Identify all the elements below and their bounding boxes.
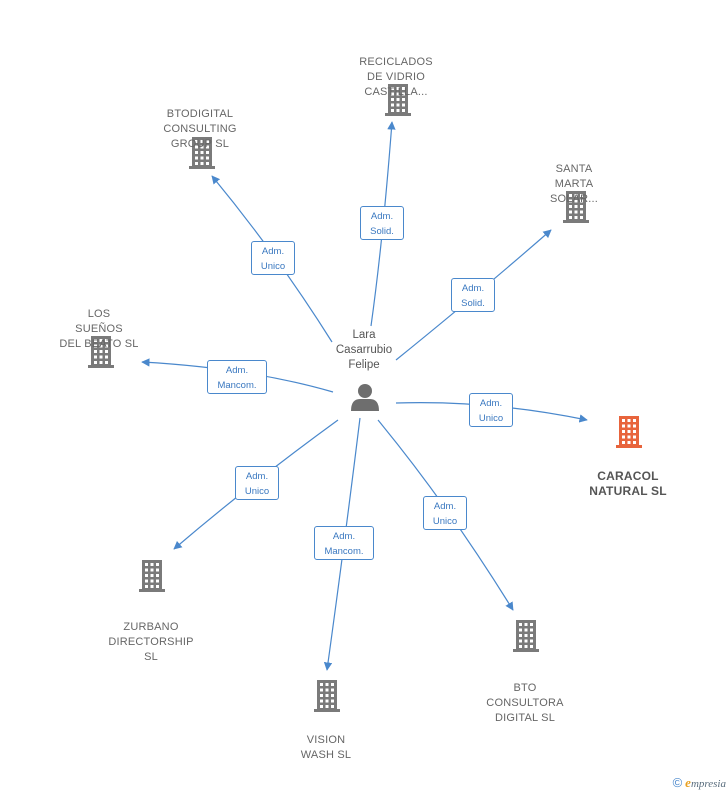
- building-icon[interactable]: [189, 137, 215, 169]
- role-badge-reciclados: Adm. Solid.: [360, 206, 404, 240]
- role-badge-btodigital: Adm. Unico: [251, 241, 295, 275]
- company-label-caracol[interactable]: CARACOL NATURAL SL: [589, 469, 667, 498]
- copyright-footer: ©empresia: [673, 775, 726, 791]
- building-icon[interactable]: [314, 680, 340, 712]
- company-label-los-suenos[interactable]: LOS SUEÑOS DEL BEATO SL: [59, 308, 139, 350]
- role-badge-bto-consultora: Adm. Unico: [423, 496, 467, 530]
- role-badge-vision: Adm. Mancom.: [314, 526, 374, 560]
- building-icon[interactable]: [563, 191, 589, 223]
- company-label-santa-marta[interactable]: SANTA MARTA SOLAR...: [549, 163, 599, 205]
- building-icon[interactable]: [88, 336, 114, 368]
- building-icon[interactable]: [616, 416, 642, 448]
- role-badge-caracol: Adm. Unico: [469, 393, 513, 427]
- role-badge-zurbano: Adm. Unico: [235, 466, 279, 500]
- company-label-zurbano[interactable]: ZURBANO DIRECTORSHIP SL: [108, 621, 194, 663]
- building-icon[interactable]: [513, 620, 539, 652]
- person-name-label[interactable]: Lara Casarrubio Felipe: [335, 329, 393, 371]
- company-label-bto-consultora[interactable]: BTO CONSULTORA DIGITAL SL: [486, 682, 564, 724]
- company-label-reciclados[interactable]: RECICLADOS DE VIDRIO CASTILLA...: [359, 56, 433, 98]
- building-icon[interactable]: [139, 560, 165, 592]
- empresia-logo-text: mpresia: [690, 778, 726, 790]
- building-icon[interactable]: [385, 84, 411, 116]
- role-badge-santa-marta: Adm. Solid.: [451, 278, 495, 312]
- empresia-logo-initial: e: [685, 775, 691, 790]
- company-label-btodigital[interactable]: BTODIGITAL CONSULTING GROUP SL: [163, 108, 237, 150]
- company-label-vision[interactable]: VISION WASH SL: [300, 734, 352, 761]
- copyright-icon: ©: [672, 775, 683, 790]
- role-badge-los-suenos: Adm. Mancom.: [207, 360, 267, 394]
- person-icon[interactable]: [351, 384, 379, 411]
